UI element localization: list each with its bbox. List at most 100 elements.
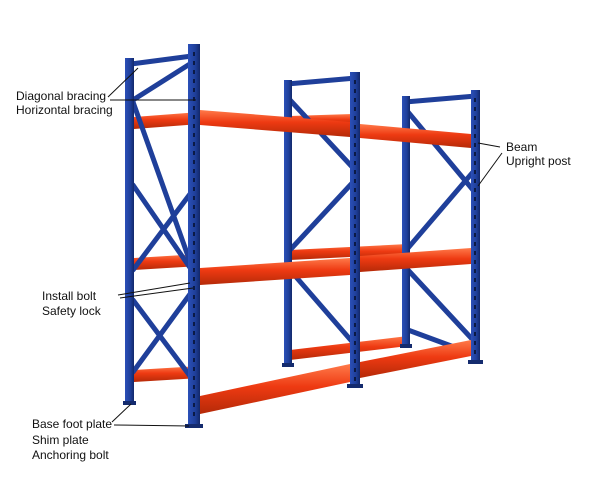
perforation-hole [474,161,476,165]
perforation-hole [193,331,195,335]
perforation-hole [193,358,195,362]
perforation-hole [193,151,195,155]
perforation-hole [474,206,476,210]
rear-uprights [125,58,410,403]
perforation-hole [354,314,356,318]
label-horizontal-bracing: Horizontal bracing [16,103,113,117]
perforation-hole [474,125,476,129]
beam [134,112,200,129]
diagonal-bracing [287,267,358,348]
perforation-hole [354,80,356,84]
base-foot-plate [185,424,203,428]
perforation-hole [354,251,356,255]
perforation-hole [354,332,356,336]
perforation-hole [354,296,356,300]
perforation-hole [474,305,476,309]
diagonal-bracing [130,297,196,383]
perforation-hole [354,377,356,381]
perforation-hole [474,116,476,120]
perforation-hole [354,233,356,237]
leader-shim-plate [113,424,190,427]
perforation-hole [193,241,195,245]
perforation-hole [354,197,356,201]
perforation-hole [354,350,356,354]
perforation-hole [193,106,195,110]
leader-install-bolt [117,282,191,296]
perforation-hole [474,224,476,228]
perforation-hole [193,349,195,353]
perforation-hole [354,107,356,111]
perforation-hole [354,179,356,183]
diagonal-bracing [405,109,476,193]
perforation-hole [193,124,195,128]
perforation-hole [354,215,356,219]
perforation-hole [474,287,476,291]
perforation-hole [193,169,195,173]
beam [200,364,350,414]
perforation-hole [474,350,476,354]
frame-bracing [128,53,479,383]
perforation-hole [193,322,195,326]
perforation-hole [474,215,476,219]
perforation-hole [354,125,356,129]
base-foot-plate [347,384,363,388]
perforation-hole [474,152,476,156]
beam [200,258,350,285]
perforation-hole [474,251,476,255]
label-beam: Beam [506,140,538,154]
diagonal-bracing [287,177,358,253]
perforation-hole [193,205,195,209]
perforation-hole [354,224,356,228]
base-foot-plate [400,344,412,348]
perforation-hole [474,242,476,246]
label-base-foot-plate: Base foot plate [32,417,113,431]
perforation-hole [474,314,476,318]
beam [360,340,471,378]
perforation-hole [354,287,356,291]
perforation-hole [193,340,195,344]
perforation-hole [193,268,195,272]
perforation-hole [193,367,195,371]
perforation-hole [474,143,476,147]
perforation-hole [193,61,195,65]
base-foot-plate [123,401,136,405]
beam [360,124,471,148]
label-upright-post: Upright post [506,154,571,168]
horizontal-bracing [284,75,359,87]
perforation-hole [193,412,195,416]
perforation-hole [354,152,356,156]
perforation-hole [354,242,356,246]
perforation-hole [193,214,195,218]
perforation-hole [193,178,195,182]
diagonal-bracing [130,59,196,103]
diagonal-bracing [287,97,358,173]
perforation-hole [354,341,356,345]
perforation-hole [354,260,356,264]
perforation-hole [193,223,195,227]
upright-perforations [193,52,476,416]
perforation-hole [354,143,356,147]
beam [290,336,408,360]
diagonal-bracing [130,287,196,375]
perforation-hole [193,115,195,119]
leader-lines [107,67,503,427]
perforation-hole [193,403,195,407]
perforation-hole [354,89,356,93]
diagonal-bracing [405,267,476,343]
perforation-hole [354,161,356,165]
diagonal-bracing [130,182,196,275]
perforation-hole [193,259,195,263]
leader-base-foot-plate [111,403,132,423]
perforation-hole [474,98,476,102]
perforation-hole [193,385,195,389]
perforation-hole [354,98,356,102]
perforation-hole [474,179,476,183]
perforation-hole [193,88,195,92]
leader-upright-post [477,152,503,187]
perforation-hole [474,134,476,138]
label-anchoring-bolt: Anchoring bolt [32,448,109,462]
label-safety-lock: Safety lock [42,304,101,318]
perforation-hole [354,323,356,327]
